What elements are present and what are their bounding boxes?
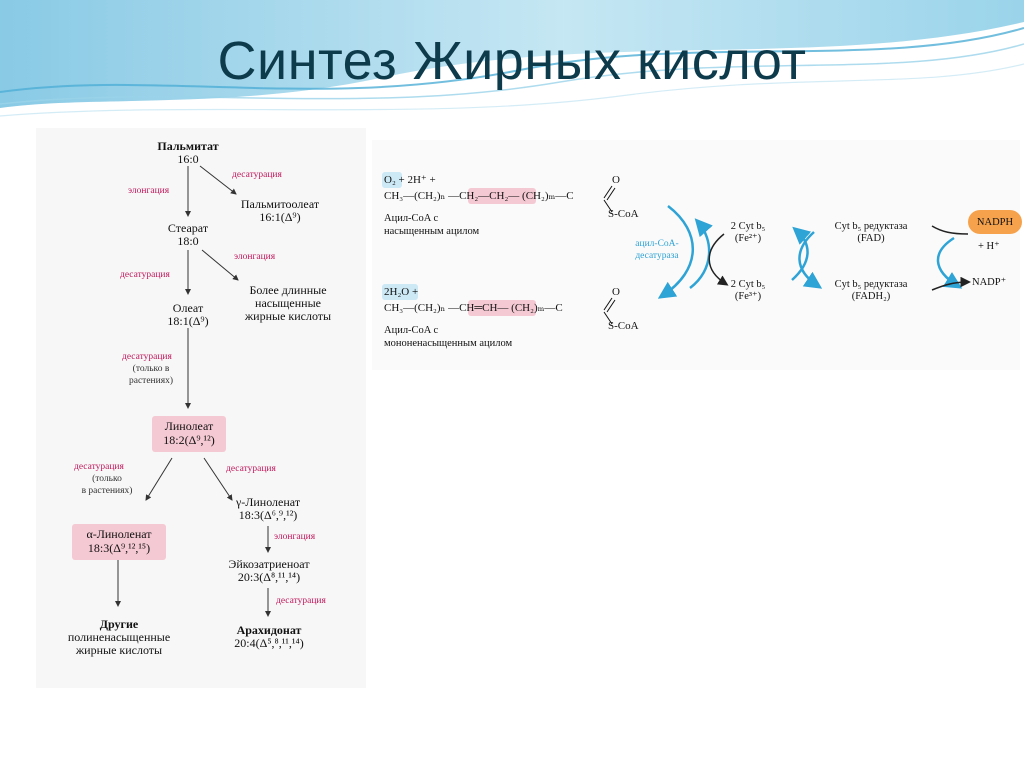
reductase-fadh2-2: (FADH₂) [851,291,891,302]
product-caption-2: мононенасыщенным ацилом [384,338,513,349]
h2o-highlight [382,284,418,300]
reactant-caption-2: насыщенным ацилом [384,226,480,237]
label-desaturation-2: десатурация [120,270,170,280]
node-alpha-linolenate: α-Линоленат [86,527,152,541]
node-gamma-linolenate: γ-Линоленат [235,495,301,509]
cyt-b5-fe3-1: 2 Cyt b₅ [730,279,766,290]
node-palmitate-formula: 16:0 [177,152,199,166]
h-plus-label: + H⁺ [978,241,1000,252]
label-desaturation-6: десатурация [276,596,326,606]
reactant-prefix: O₂ + 2H⁺ + [384,174,436,186]
label-elongation-3: элонгация [274,532,316,542]
reaction-arrows [603,185,971,325]
node-longer-saturated-3: жирные кислоты [244,309,332,323]
slide-title: Синтез Жирных кислот [217,31,807,91]
label-desaturation-4: десатурация [74,462,124,472]
reactant-o: O [612,174,620,186]
node-gamma-linolenate-formula: 18:3(Δ⁶,⁹,¹²) [238,508,298,522]
cyt-b5-fe2-1: 2 Cyt b₅ [730,221,766,232]
enzyme-label-1: ацил-CoA- [635,239,679,249]
enzyme-label-2: десатураза [635,251,679,261]
reductase-fad-1: Cyt b₅ редуктаза [834,221,908,232]
reactant-chain: CH₃—(CH₂)ₙ —CH₂—CH₂— (CH₂)ₘ—C [384,190,574,202]
linoleate-highlight [152,416,226,452]
chch-highlight [468,300,536,316]
label-plants-only-1b: растениях) [128,376,173,386]
label-plants-only-1a: (только в [132,364,170,374]
header-waves [0,0,1024,117]
node-other-pufa-2: полиненасыщенные [67,630,171,644]
fatty-acid-pathway-panel: Пальмитат 16:0 Пальмитоолеат 16:1(Δ⁹) Ст… [36,128,366,688]
node-eicosatrienoate-formula: 20:3(Δ⁸,¹¹,¹⁴) [237,570,301,584]
node-eicosatrienoate: Эйкозатриеноат [228,557,310,571]
cyt-b5-fe3-2: (Fe³⁺) [734,291,762,302]
label-desaturation-5: десатурация [226,464,276,474]
nadph-badge [968,210,1022,234]
node-palmitoleate-formula: 16:1(Δ⁹) [259,210,301,224]
reductase-fad-2: (FAD) [857,233,885,244]
node-arachidonate-formula: 20:4(Δ⁵,⁸,¹¹,¹⁴) [234,636,304,650]
nadp-plus-label: NADP⁺ [972,277,1007,288]
label-elongation-1: элонгация [128,186,170,196]
node-linoleate-formula: 18:2(Δ⁹,¹²) [163,433,215,447]
product-scoa: S-CoA [608,320,639,332]
node-other-pufa-1: Другие [99,617,139,631]
cyt-b5-fe2-2: (Fe²⁺) [734,233,762,244]
label-desaturation-3: десатурация [122,352,172,362]
label-desaturation-1: десатурация [232,170,282,180]
node-longer-saturated-1: Более длинные [249,283,327,297]
node-oleate-formula: 18:1(Δ⁹) [167,314,209,328]
product-caption-1: Ацил-CoA с [384,325,439,336]
node-palmitate: Пальмитат [157,139,219,153]
node-palmitoleate: Пальмитоолеат [240,197,320,211]
node-oleate: Олеат [172,301,204,315]
reactant-scoa: S-CoA [608,208,639,220]
node-other-pufa-3: жирные кислоты [75,643,163,657]
node-alpha-linolenate-formula: 18:3(Δ⁹,¹²,¹⁵) [87,541,151,555]
label-elongation-2: элонгация [234,252,276,262]
alpha-linolenate-highlight [72,524,166,560]
nadph-label: NADPH [976,217,1014,228]
ch2ch2-highlight [468,188,536,204]
product-chain: CH₃—(CH₂)ₙ —CH═CH— (CH₂)ₘ—C [384,302,563,314]
o2-highlight [382,172,402,188]
pathway-arrows [115,165,271,617]
reductase-fadh2-1: Cyt b₅ редуктаза [834,279,908,290]
desaturase-reaction-panel: O₂ + 2H⁺ + O CH₃—(CH₂)ₙ —CH₂—CH₂— (CH₂)ₘ… [372,140,1022,370]
node-longer-saturated-2: насыщенные [255,296,321,310]
node-stearate-formula: 18:0 [177,234,199,248]
node-stearate: Стеарат [167,221,209,235]
product-prefix: 2H₂O + [384,286,419,298]
node-arachidonate: Арахидонат [236,623,302,637]
label-plants-only-2a: (только [92,474,122,484]
node-linoleate: Линолеат [164,419,214,433]
label-plants-only-2b: в растениях) [81,486,133,496]
product-o: O [612,286,620,298]
reactant-caption-1: Ацил-CoA с [384,213,439,224]
